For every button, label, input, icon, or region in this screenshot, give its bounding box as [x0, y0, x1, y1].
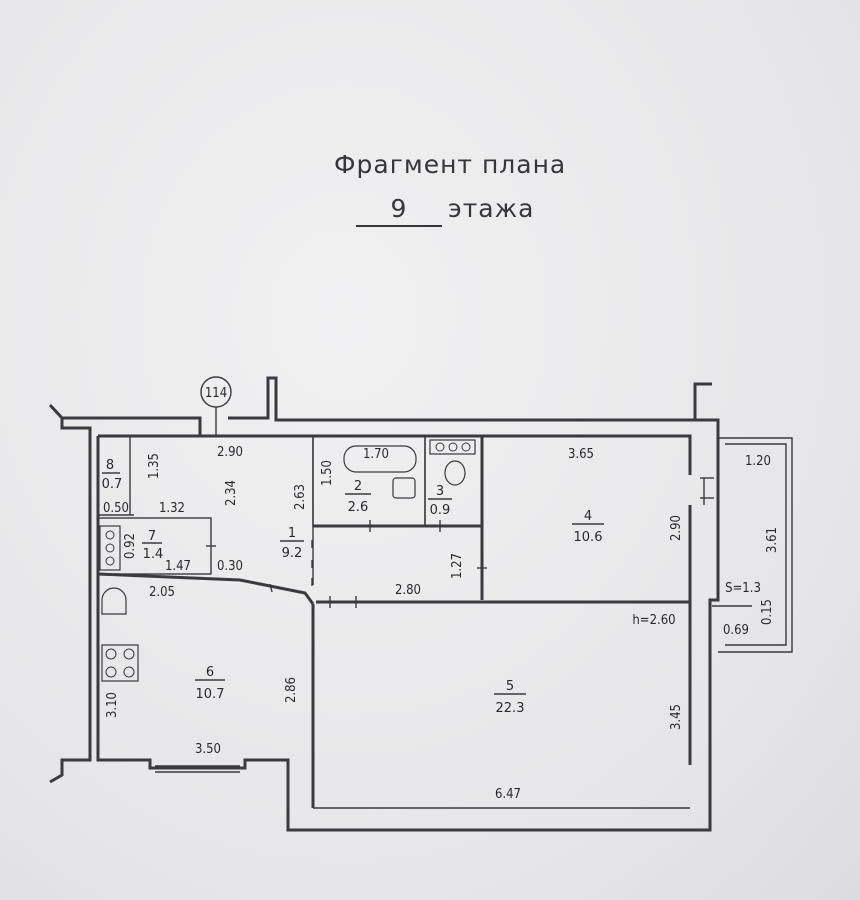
dim-1-70: 1.70	[363, 447, 389, 462]
kitchen-sink-icon	[101, 587, 127, 615]
sink-icon	[392, 477, 416, 499]
dim-0-50: 0.50	[103, 501, 129, 516]
room-labels: 1 9.2 2 2.6 3 0.9 4 10.6 5 22.3 6 10.7	[102, 458, 604, 716]
dim-3-61: 3.61	[765, 527, 780, 553]
room-4: 4 10.6	[572, 509, 604, 545]
dim-2-34: 2.34	[224, 480, 239, 506]
floor-number: 9	[356, 194, 442, 227]
dim-3-50: 3.50	[195, 742, 221, 757]
dim-2-90-top: 2.90	[217, 445, 243, 460]
svg-text:0.9: 0.9	[430, 503, 451, 518]
dim-3-10: 3.10	[105, 692, 120, 718]
dim-0-92: 0.92	[123, 533, 138, 559]
dim-0-15: 0.15	[760, 599, 775, 625]
dim-1-32: 1.32	[159, 501, 185, 516]
balcony-area: S=1.3	[725, 581, 761, 596]
dim-2-90-right: 2.90	[669, 515, 684, 541]
dim-1-27: 1.27	[450, 553, 465, 579]
outer-walls	[48, 376, 793, 832]
axis-marker: 114	[200, 376, 232, 436]
dimension-labels: 2.90 1.70 3.65 1.20 1.35 2.34 2.63 1.50 …	[103, 445, 780, 802]
dim-3-45: 3.45	[669, 704, 684, 730]
svg-text:1: 1	[288, 526, 296, 541]
svg-text:8: 8	[106, 458, 114, 473]
stove-icon	[101, 644, 139, 682]
svg-text:0.7: 0.7	[102, 477, 123, 492]
room-5: 5 22.3	[494, 679, 526, 716]
room-3: 3 0.9	[428, 484, 452, 518]
dim-2-05: 2.05	[149, 585, 175, 600]
washing-machine-icon	[99, 525, 121, 571]
dim-1-50: 1.50	[320, 460, 335, 486]
ceiling-height: h=2.60	[632, 613, 675, 628]
floor-caption: 9 этажа	[356, 194, 576, 234]
cistern-icon	[429, 439, 476, 455]
door-ticks	[206, 520, 487, 608]
svg-text:3: 3	[436, 484, 444, 499]
room-6: 6 10.7	[195, 665, 225, 702]
bathtub-icon	[343, 445, 417, 473]
svg-text:2: 2	[354, 479, 362, 494]
svg-text:1.4: 1.4	[143, 547, 164, 562]
dim-1-20: 1.20	[745, 454, 771, 469]
svg-text:10.7: 10.7	[196, 687, 225, 702]
room-2: 2 2.6	[345, 479, 371, 515]
room-7: 7 1.4	[142, 529, 163, 562]
svg-text:4: 4	[584, 509, 592, 524]
dim-0-30: 0.30	[217, 559, 243, 574]
room-8: 8 0.7	[102, 458, 123, 492]
room-1: 1 9.2	[280, 526, 304, 561]
dim-2-80: 2.80	[395, 583, 421, 598]
svg-text:7: 7	[148, 529, 156, 544]
svg-text:10.6: 10.6	[574, 530, 603, 545]
dim-3-65: 3.65	[568, 447, 594, 462]
svg-text:22.3: 22.3	[496, 701, 525, 716]
svg-text:9.2: 9.2	[282, 546, 303, 561]
fixtures	[99, 439, 476, 773]
interior-walls	[97, 435, 690, 809]
floor-word: этажа	[448, 194, 535, 223]
svg-text:5: 5	[506, 679, 514, 694]
axis-marker-label: 114	[205, 386, 227, 401]
svg-text:6: 6	[206, 665, 214, 680]
plan-title: Фрагмент плана	[334, 150, 567, 179]
dim-0-69: 0.69	[723, 623, 749, 638]
dim-2-63: 2.63	[293, 484, 308, 510]
dim-2-86: 2.86	[284, 677, 299, 703]
dim-1-47: 1.47	[165, 559, 191, 574]
dim-1-35: 1.35	[147, 453, 162, 479]
toilet-icon	[444, 460, 466, 486]
dim-6-47: 6.47	[495, 787, 521, 802]
svg-text:2.6: 2.6	[348, 500, 369, 515]
